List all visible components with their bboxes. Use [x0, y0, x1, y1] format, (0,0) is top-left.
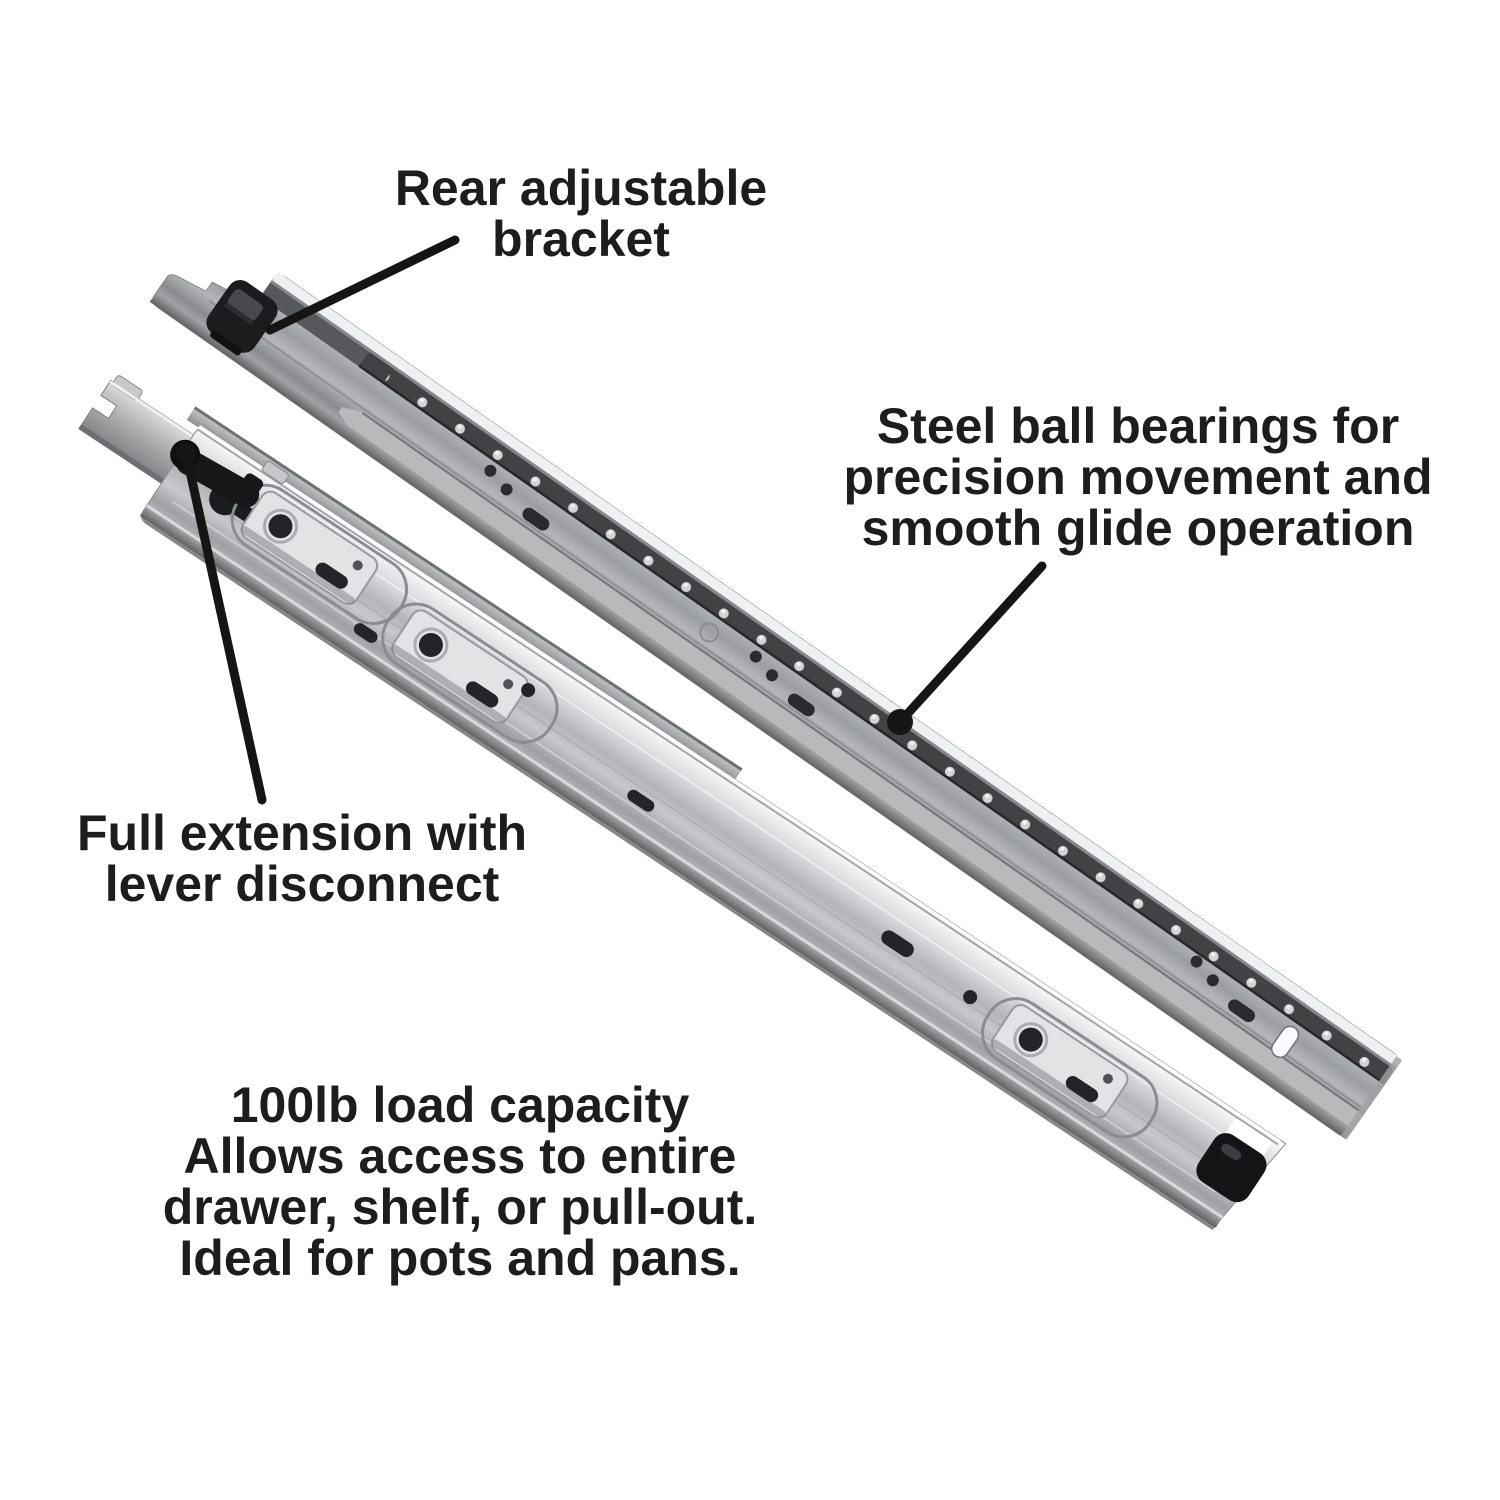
- bearing-channel-empty: [260, 282, 394, 384]
- rear-rail-end-face: [1340, 1056, 1403, 1140]
- callout-text-line: Steel ball bearings for: [876, 398, 1400, 454]
- member-top-highlight: [197, 425, 1281, 1144]
- callout-text-line: lever disconnect: [104, 856, 500, 912]
- brushed-streak: [209, 463, 1245, 1150]
- callout-text-line: precision movement and: [843, 449, 1433, 505]
- member-holes: [353, 623, 978, 1005]
- inner-member-edge: [361, 412, 1365, 1115]
- callout-rear-bracket: Rear adjustable bracket: [331, 163, 831, 265]
- front-slide-rail: [78, 375, 1287, 1230]
- member-bottom-lip: [139, 506, 1222, 1228]
- rear-slide-rail: [149, 272, 1403, 1140]
- ball-bearing-dots: [384, 370, 1390, 1081]
- catch-tab: [261, 460, 289, 484]
- mounting-plate: [981, 997, 1159, 1139]
- leader-dot-lever-disconnect: [176, 443, 196, 463]
- rear-adjustable-bracket: [206, 280, 278, 356]
- callout-text-line: 100lb load capacity: [230, 1077, 690, 1133]
- mounting-plate: [381, 602, 559, 744]
- callout-text-line: smooth glide operation: [861, 500, 1415, 556]
- rear-rail-body: [152, 274, 1399, 1137]
- web-groove: [208, 299, 1367, 1112]
- callout-full-extension: Full extension with lever disconnect: [32, 808, 572, 910]
- member-lip-highlight: [145, 504, 1224, 1219]
- leader-line-rear-bracket: [265, 235, 460, 335]
- leader-line-lever-disconnect: [181, 448, 267, 805]
- end-stop: [1196, 1119, 1271, 1203]
- rear-rail-bottom-flange: [149, 291, 1353, 1140]
- callout-text-line: drawer, shelf, or pull-out.: [162, 1179, 758, 1235]
- callout-text-line: Full extension with: [76, 805, 528, 861]
- callout-load-capacity: 100lb load capacity Allows access to ent…: [160, 1080, 760, 1284]
- bearing-strip-shadow: [358, 364, 1386, 1085]
- rear-rail-oval-hole: [1270, 1025, 1300, 1059]
- stamp-logo: [699, 622, 720, 643]
- inner-member: [338, 407, 1365, 1132]
- middle-member-edge: [186, 406, 743, 782]
- callout-text-line: Rear adjustable: [394, 160, 768, 216]
- callout-text-line: Allows access to entire: [183, 1128, 737, 1184]
- rear-rail-top-flange: [271, 272, 1402, 1068]
- rear-rail-top-edge-line: [270, 280, 1397, 1070]
- callout-text-line: Ideal for pots and pans.: [179, 1230, 741, 1286]
- rear-rail-holes: [484, 464, 1255, 1023]
- leader-lines: [176, 235, 1047, 805]
- leader-dot-ball-bearings: [887, 709, 913, 735]
- leader-line-ball-bearings: [895, 561, 1047, 727]
- callout-ball-bearings: Steel ball bearings for precision moveme…: [808, 401, 1468, 554]
- callout-text-line: bracket: [492, 211, 670, 267]
- member-top-line: [196, 428, 1279, 1146]
